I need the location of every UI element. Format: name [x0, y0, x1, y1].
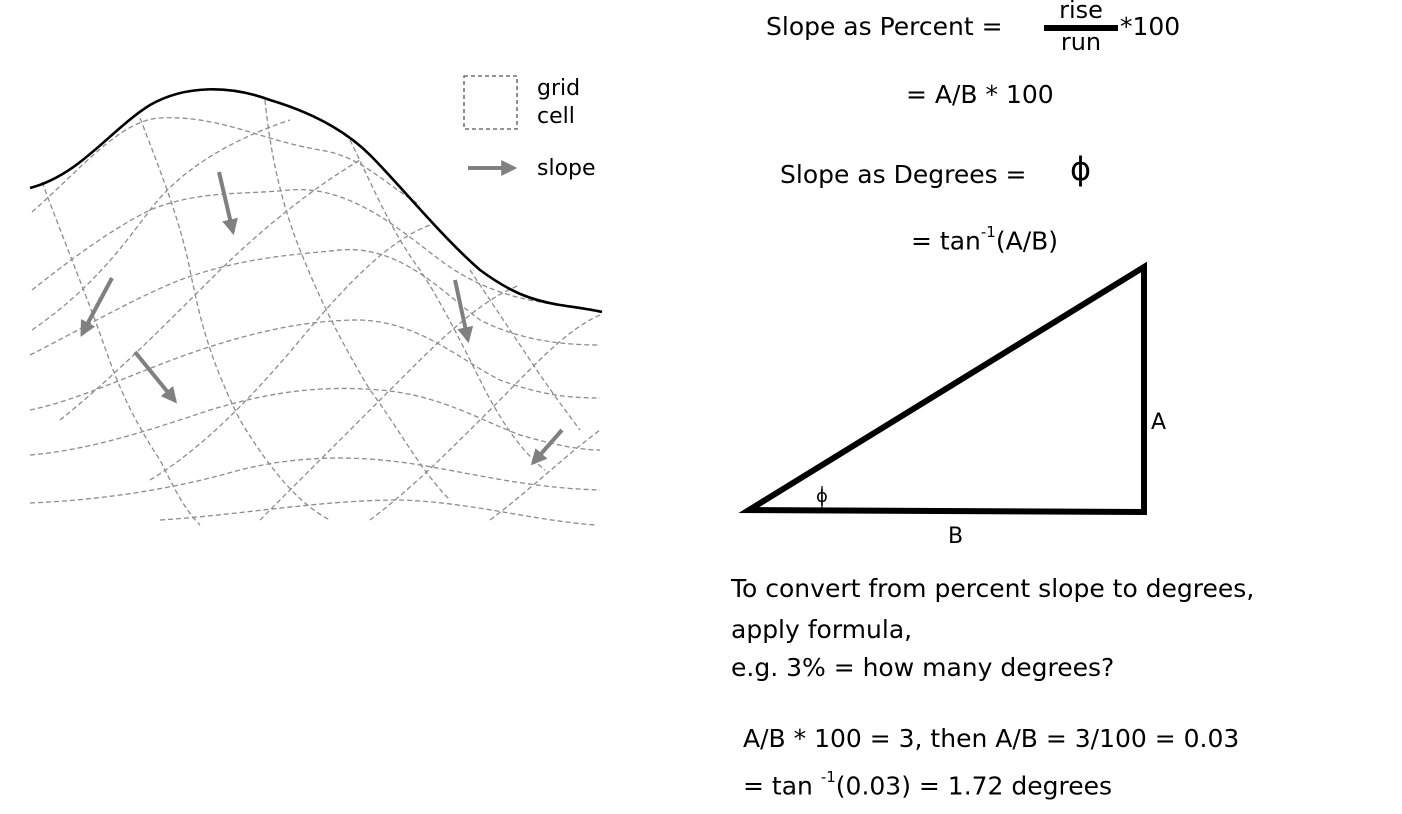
terrain-ridge-line — [29, 88, 603, 314]
slope-arrow-icon — [133, 350, 178, 404]
terrain-grid — [29, 99, 601, 526]
explanation-line-3: e.g. 3% = how many degrees? — [731, 653, 1115, 682]
legend-cell-label: cell — [537, 104, 575, 129]
side-a-label: A — [1151, 410, 1166, 435]
percent-formula-line2: = A/B * 100 — [906, 80, 1054, 109]
fraction-bar — [1044, 25, 1118, 31]
percent-multiplier: *100 — [1120, 12, 1181, 41]
explanation-line-4: A/B * 100 = 3, then A/B = 3/100 = 0.03 — [743, 724, 1240, 753]
explanation-line-5: = tan -1(0.03) = 1.72 degrees — [743, 768, 1113, 801]
explanation-line-1: To convert from percent slope to degrees… — [731, 574, 1255, 603]
degrees-formula-line2: = tan-1(A/B) — [911, 223, 1059, 256]
rise-over-run-fraction: rise run — [1044, 0, 1118, 56]
slope-arrow-icon — [80, 277, 114, 337]
percent-formula-label: Slope as Percent = — [766, 12, 1003, 41]
explanation-line-2: apply formula, — [731, 615, 913, 644]
slope-arrow-icon — [453, 279, 474, 344]
side-b-label: B — [948, 524, 963, 549]
slope-arrows — [80, 171, 564, 466]
degrees-phi-symbol: ϕ — [1070, 150, 1092, 188]
right-triangle — [738, 261, 1147, 516]
legend-slope-label: slope — [537, 156, 596, 181]
legend-grid-label: grid — [537, 76, 580, 101]
fraction-numerator: rise — [1059, 0, 1103, 24]
slope-arrow-icon — [217, 171, 238, 236]
fraction-denominator: run — [1060, 28, 1102, 56]
degrees-formula-label: Slope as Degrees = — [780, 160, 1027, 189]
grid-cell-legend-icon — [463, 75, 518, 130]
slope-arrow-icon — [530, 428, 564, 466]
angle-phi-label: ϕ — [816, 486, 828, 507]
